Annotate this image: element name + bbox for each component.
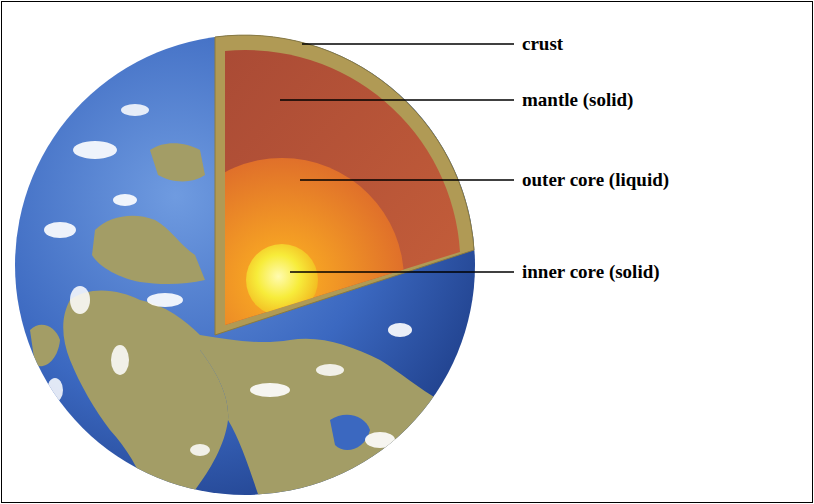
cutaway (160, 35, 475, 402)
leader-lines (280, 44, 514, 272)
part-label: outer core (liquid) (522, 169, 669, 192)
part-label: crust (522, 33, 563, 56)
part-label: mantle (solid) (522, 89, 633, 112)
part-label: inner core (solid) (522, 261, 660, 284)
